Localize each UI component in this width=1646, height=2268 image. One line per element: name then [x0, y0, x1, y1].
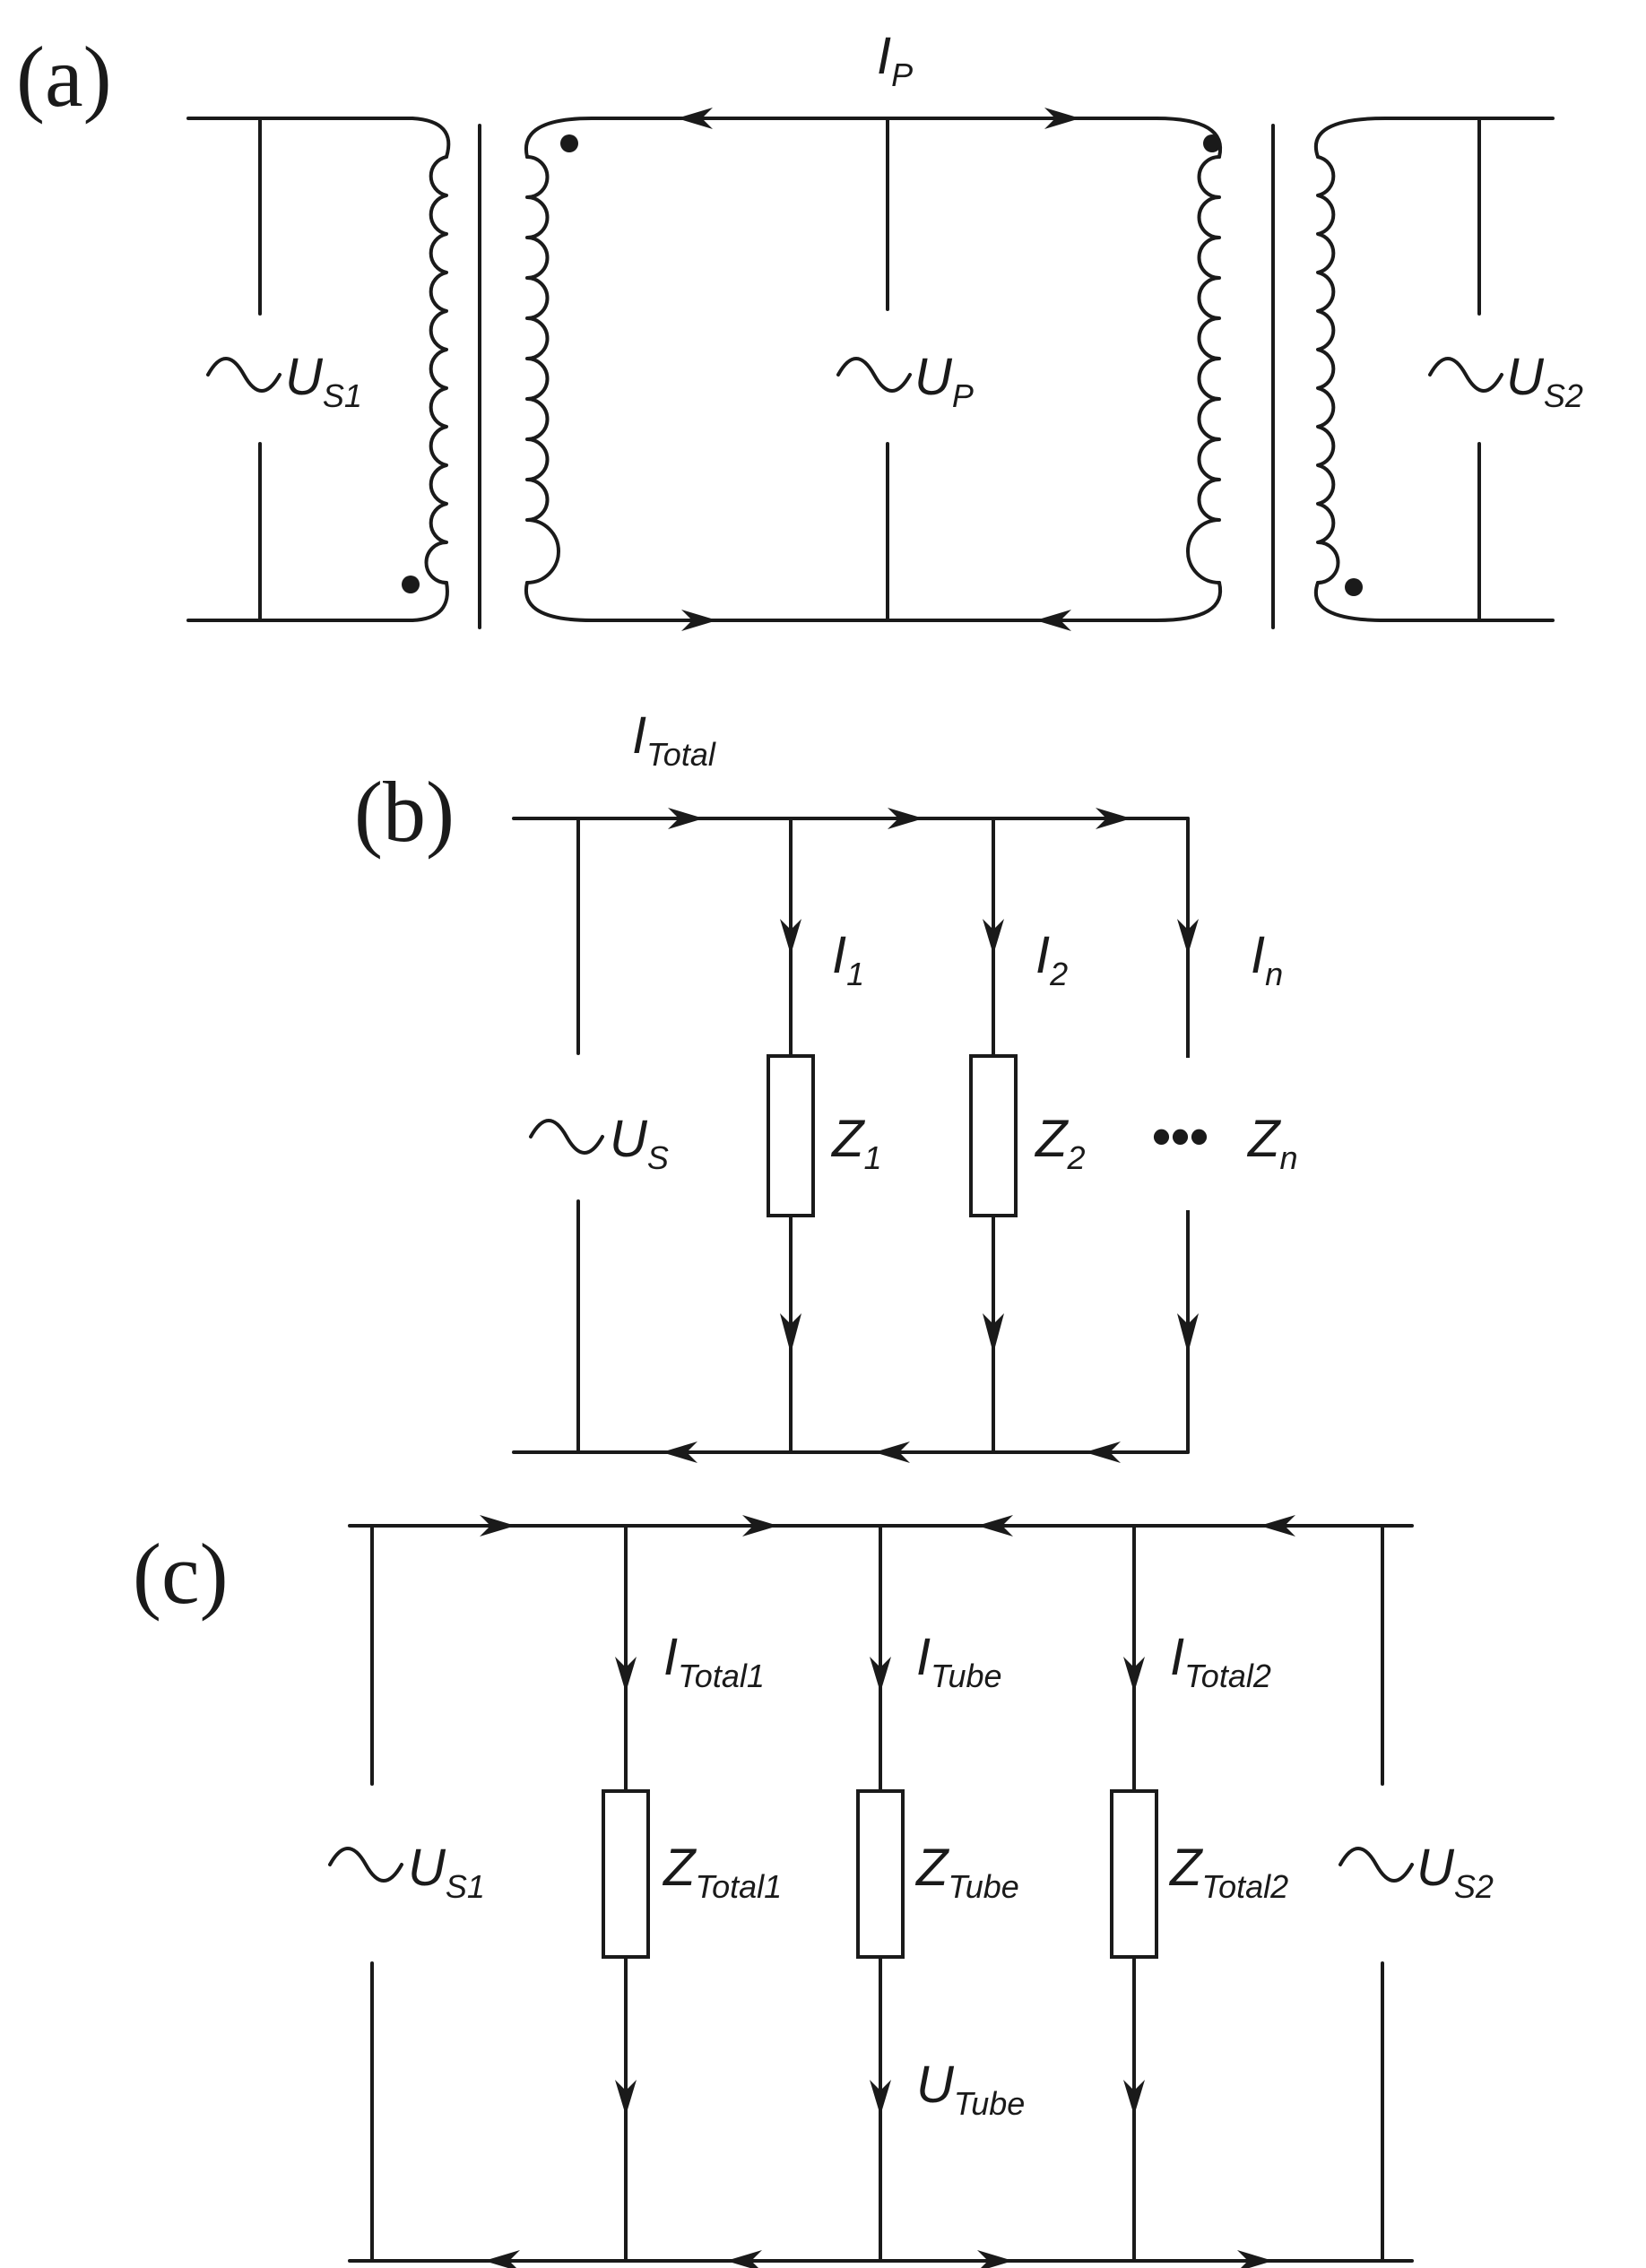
a-left-primary-bottom-hook — [524, 581, 593, 622]
a-label-us2: US2 — [1506, 348, 1583, 414]
b-arrow-bottom-2 — [874, 1441, 910, 1463]
a-left-coil-bottom-hook — [411, 581, 449, 622]
c-branch-tube-arrow-bottom — [870, 2080, 891, 2116]
c-label-ztotal2: ZTotal2 — [1168, 1839, 1288, 1905]
a-right-secondary-polarity-dot — [1345, 578, 1363, 596]
b-branch2-arrow-top — [983, 919, 1004, 955]
c-impedance-ztotal1 — [602, 1789, 650, 1959]
b-impedance-z1 — [767, 1054, 815, 1217]
c-branch-total1-arrow-bottom — [615, 2080, 637, 2116]
panel-a-label: (a) — [16, 29, 112, 125]
c-label-ztotal1: ZTotal1 — [662, 1839, 782, 1905]
b-branch2-arrow-bottom — [983, 1313, 1004, 1354]
b-label-i2: I2 — [1035, 926, 1068, 992]
c-label-itotal1: ITotal1 — [663, 1628, 765, 1694]
b-label-z1: Z1 — [830, 1110, 881, 1176]
b-branchn-arrow-bottom — [1177, 1313, 1199, 1354]
b-label-z2: Z2 — [1034, 1110, 1085, 1176]
b-ac-source-icon — [529, 1119, 604, 1155]
a-label-ip: IP — [877, 27, 913, 93]
a-label-us1: US1 — [285, 348, 362, 414]
c-label-itube: ITube — [916, 1628, 1002, 1694]
a-left-primary-coil — [525, 155, 560, 584]
b-branch1-arrow-top — [780, 919, 801, 955]
a-right-secondary-coil — [1316, 155, 1340, 584]
c-label-utube: UTube — [916, 2056, 1025, 2122]
b-branchn-arrow-top — [1177, 919, 1199, 955]
panel-a: (a) — [16, 27, 1583, 631]
c-label-us1: US1 — [408, 1839, 485, 1905]
b-arrow-top-3 — [1096, 808, 1131, 829]
c-ac-source-s2-icon — [1338, 1847, 1414, 1883]
a-label-up: UP — [914, 348, 974, 414]
a-arrow-top-left — [677, 108, 713, 129]
panel-c: (c) — [133, 1515, 1494, 2268]
a-arrow-bottom-left — [681, 610, 717, 631]
a-right-primary-polarity-dot — [1203, 134, 1221, 152]
a-right-secondary-top-hook — [1314, 117, 1387, 159]
panel-b: (b) ITotal US I1 I2 In — [354, 706, 1297, 1463]
c-arrow-top-2 — [742, 1515, 778, 1537]
b-arrow-bottom-1 — [662, 1441, 697, 1463]
c-arrow-bottom-2 — [726, 2250, 762, 2268]
a-right-primary-bottom-hook — [1155, 581, 1223, 622]
c-branch-total2-arrow-top — [1123, 1657, 1145, 1692]
a-arrow-top-right — [1044, 108, 1080, 129]
b-impedance-z2 — [969, 1054, 1018, 1217]
c-branch-total1-arrow-top — [615, 1657, 637, 1692]
c-label-us2: US2 — [1416, 1839, 1494, 1905]
b-branchn-gap — [1170, 1058, 1206, 1210]
c-impedance-ztube — [856, 1789, 905, 1959]
a-right-primary-top-hook — [1155, 117, 1223, 159]
c-branch-total2-arrow-bottom — [1123, 2080, 1145, 2116]
b-label-itotal: ITotal — [632, 706, 716, 773]
b-ellipsis: ••• — [1152, 1106, 1209, 1166]
a-left-coil-top-hook — [411, 117, 451, 159]
c-branch-tube-arrow-top — [870, 1657, 891, 1692]
a-left-polarity-dot — [402, 576, 420, 593]
c-label-itotal2: ITotal2 — [1170, 1628, 1271, 1694]
panel-c-label: (c) — [133, 1526, 229, 1622]
c-arrow-top-1 — [480, 1515, 515, 1537]
c-arrow-bottom-1 — [484, 2250, 520, 2268]
c-arrow-top-4 — [1260, 1515, 1295, 1537]
b-label-zn: Zn — [1246, 1110, 1297, 1176]
a-left-primary-top-hook — [524, 117, 593, 159]
b-arrow-bottom-3 — [1085, 1441, 1121, 1463]
a-ac-source-s2-icon — [1428, 357, 1503, 393]
b-label-i1: I1 — [832, 926, 864, 992]
a-right-secondary-bottom-hook — [1314, 581, 1387, 622]
c-ac-source-s1-icon — [328, 1847, 403, 1883]
a-left-secondary-coil — [424, 155, 448, 584]
a-ac-source-p-icon — [836, 357, 912, 393]
b-label-in: In — [1251, 926, 1283, 992]
b-label-us: US — [610, 1110, 669, 1176]
c-arrow-bottom-3 — [977, 2250, 1013, 2268]
c-arrow-top-3 — [977, 1515, 1013, 1537]
b-arrow-top-1 — [668, 808, 704, 829]
a-right-primary-coil — [1186, 155, 1221, 584]
c-arrow-bottom-4 — [1237, 2250, 1273, 2268]
panel-b-label: (b) — [354, 764, 455, 860]
a-left-primary-polarity-dot — [560, 134, 578, 152]
a-arrow-bottom-right — [1035, 610, 1071, 631]
a-ac-source-s1-icon — [206, 357, 282, 393]
b-branch1-arrow-bottom — [780, 1313, 801, 1354]
c-impedance-ztotal2 — [1110, 1789, 1158, 1959]
c-label-ztube: ZTube — [914, 1839, 1019, 1905]
b-arrow-top-2 — [888, 808, 923, 829]
